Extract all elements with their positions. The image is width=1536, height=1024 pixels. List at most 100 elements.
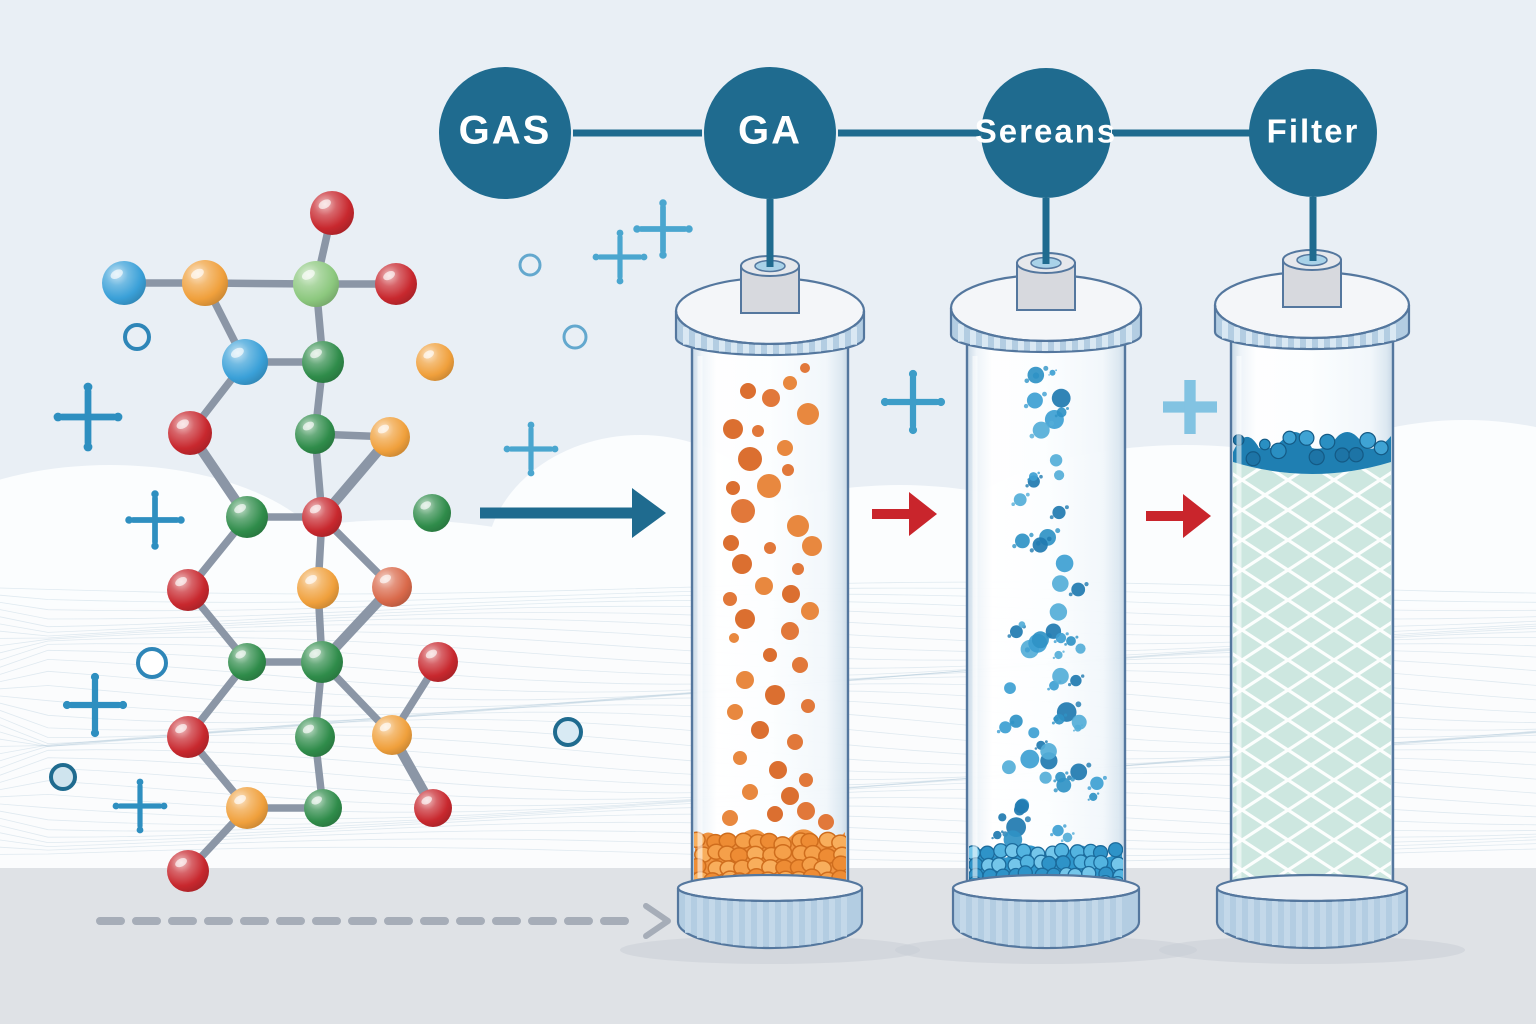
- gas-particle: [742, 784, 758, 800]
- gas-particle: [781, 787, 799, 805]
- cylinder-adsorption-chamber: [895, 198, 1197, 964]
- gas-particle: [799, 773, 813, 787]
- cylinder-shadow: [1159, 936, 1465, 964]
- adsorbent-particle: [993, 830, 1002, 840]
- molecule-atom-green: [226, 496, 268, 538]
- gas-particle: [818, 814, 834, 830]
- gas-particle: [767, 806, 783, 822]
- adsorbent-particle: [1052, 667, 1069, 685]
- gas-particle: [792, 657, 808, 673]
- gas-particle: [762, 389, 780, 407]
- molecule-atom-green: [295, 717, 335, 757]
- molecule-atom-red: [302, 497, 342, 537]
- dashed-arrow-head: [643, 903, 671, 939]
- plus-symbol-icon: [503, 421, 559, 477]
- gas-particle: [722, 810, 738, 826]
- gas-particle: [765, 685, 785, 705]
- flow-label-filter: Filter: [1266, 112, 1360, 150]
- adsorbent-particle: [1049, 369, 1056, 376]
- gas-particle: [752, 425, 764, 437]
- molecule-atom-green: [228, 643, 266, 681]
- flow-node-filter: [1249, 69, 1377, 197]
- flow-diagram: [439, 67, 1377, 266]
- adsorbent-particle: [1028, 727, 1040, 739]
- molecule-atom-orange: [370, 417, 410, 457]
- adsorbent-particle: [1075, 643, 1086, 654]
- gas-particle: [740, 383, 756, 399]
- gas-particle: [801, 602, 819, 620]
- cylinder-filter-chamber: [1159, 197, 1465, 964]
- gas-particle: [723, 535, 739, 551]
- adsorbent-particle: [1049, 603, 1068, 621]
- transfer-arrow-2: [1146, 494, 1211, 538]
- plus-symbol-icon: [633, 199, 693, 259]
- gas-particle: [729, 633, 739, 643]
- adsorbent-particle: [1056, 777, 1072, 793]
- adsorbent-particle: [1071, 714, 1087, 730]
- gas-particle: [732, 554, 752, 574]
- adsorbent-particle: [1010, 625, 1023, 639]
- adsorbent-particle: [1029, 472, 1038, 481]
- gas-particle: [727, 704, 743, 720]
- gas-particle: [757, 474, 781, 498]
- bubble-ring-icon: [562, 324, 588, 350]
- cap-nub: [1282, 197, 1342, 308]
- gas-particle: [755, 577, 773, 595]
- bubble-ring-icon: [123, 323, 151, 351]
- flow-node-ga: [704, 67, 836, 199]
- adsorbent-particle: [1052, 824, 1064, 837]
- plus-symbol-icon: [112, 778, 168, 834]
- gas-particle: [781, 622, 799, 640]
- cylinder-shadow: [620, 936, 920, 964]
- bubble-ring-icon: [518, 253, 542, 277]
- bubble-ring-icon: [136, 647, 168, 679]
- molecule-atom-orange: [297, 567, 339, 609]
- gas-particle: [800, 363, 810, 373]
- adsorbent-particle: [1018, 621, 1026, 628]
- adsorbent-particle: [1009, 714, 1023, 728]
- adsorbent-particle: [1020, 749, 1040, 769]
- gas-particle: [751, 721, 769, 739]
- ground-dashed-arrow: [96, 903, 671, 939]
- cylinder-contents: [1233, 430, 1391, 892]
- decorative-symbols: [49, 199, 1217, 834]
- gas-particle: [783, 376, 797, 390]
- adsorbent-particle: [1070, 674, 1082, 687]
- plus-symbol-icon: [880, 369, 946, 435]
- adsorbent-particle: [1032, 421, 1050, 439]
- gas-particle: [787, 734, 803, 750]
- gas-particle: [736, 671, 754, 689]
- adsorbent-particle: [1040, 743, 1057, 760]
- adsorbent-particle: [1032, 537, 1048, 553]
- plus-symbol-icon: [53, 382, 123, 452]
- plus-symbol-icon: [1163, 380, 1217, 434]
- cylinder-inlet-chamber: [620, 199, 920, 964]
- gas-particle: [782, 585, 800, 603]
- adsorbent-particle: [1015, 533, 1030, 549]
- adsorbent-particle: [1071, 582, 1086, 597]
- plus-symbol-icon: [62, 672, 128, 738]
- gas-particle: [777, 440, 793, 456]
- molecule-atom-red: [310, 191, 354, 235]
- adsorbent-particle: [1054, 470, 1065, 481]
- gas-particle: [731, 499, 755, 523]
- adsorbent-particle: [1026, 392, 1043, 409]
- flow-arrows: [480, 488, 1211, 538]
- gas-particle: [726, 481, 740, 495]
- plus-symbol-icon: [592, 229, 648, 285]
- gas-particle: [782, 464, 794, 476]
- molecule-atom-red: [418, 642, 458, 682]
- molecule-atom-red: [167, 569, 209, 611]
- adsorbent-particle: [1062, 832, 1073, 843]
- molecule-atom-orange: [182, 260, 228, 306]
- gas-particle: [723, 419, 743, 439]
- molecule-atom-red: [167, 850, 209, 892]
- cap-nub: [740, 199, 800, 314]
- molecule-atom-orange: [226, 787, 268, 829]
- gas-particle: [797, 403, 819, 425]
- molecule-atom-redorange: [372, 567, 412, 607]
- adsorbent-particle: [1089, 792, 1098, 802]
- adsorbent-particle: [1039, 771, 1052, 784]
- adsorbent-particle: [1056, 407, 1067, 418]
- molecule-atom-blue: [222, 339, 268, 385]
